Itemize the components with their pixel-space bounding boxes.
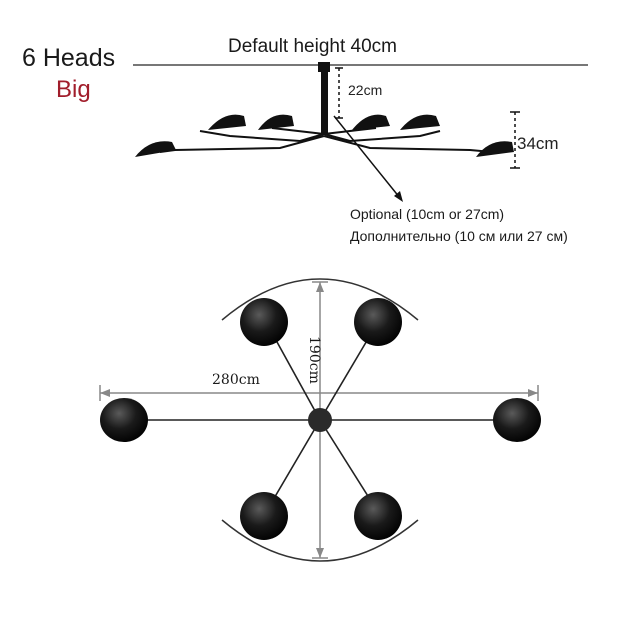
optional-label-en: Optional (10cm or 27cm) <box>350 206 505 222</box>
top-arc <box>221 278 419 321</box>
side-shade-4 <box>352 114 390 130</box>
center-rod <box>321 70 328 134</box>
top-shades <box>100 298 541 540</box>
top-shade-lower-right <box>354 492 402 540</box>
width-dimension <box>99 385 539 401</box>
depth-label: 190cm <box>306 336 322 384</box>
top-shade-left <box>100 398 148 442</box>
side-shade-3 <box>258 114 294 130</box>
side-shade-6 <box>476 141 514 157</box>
side-shade-2 <box>208 114 246 130</box>
top-shade-upper-left <box>240 298 288 346</box>
optional-label-ru: Дополнительно (10 см или 27 см) <box>350 228 568 244</box>
bottom-arc <box>221 519 419 562</box>
side-shade-5 <box>400 114 440 130</box>
rod-length-label: 22cm <box>348 82 383 98</box>
top-shade-upper-right <box>354 298 402 346</box>
side-shades <box>135 114 514 157</box>
default-height-label: Default height 40cm <box>228 36 397 57</box>
size-label: Big <box>56 76 91 103</box>
top-shade-right <box>493 398 541 442</box>
center-hub <box>308 408 332 432</box>
side-shade-1 <box>135 141 176 157</box>
top-shade-lower-left <box>240 492 288 540</box>
drop-height-label: 34cm <box>517 134 559 153</box>
canopy <box>318 62 330 72</box>
heads-count-label: 6 Heads <box>22 44 116 72</box>
optional-pointer <box>333 115 401 199</box>
width-label: 280cm <box>212 372 260 388</box>
